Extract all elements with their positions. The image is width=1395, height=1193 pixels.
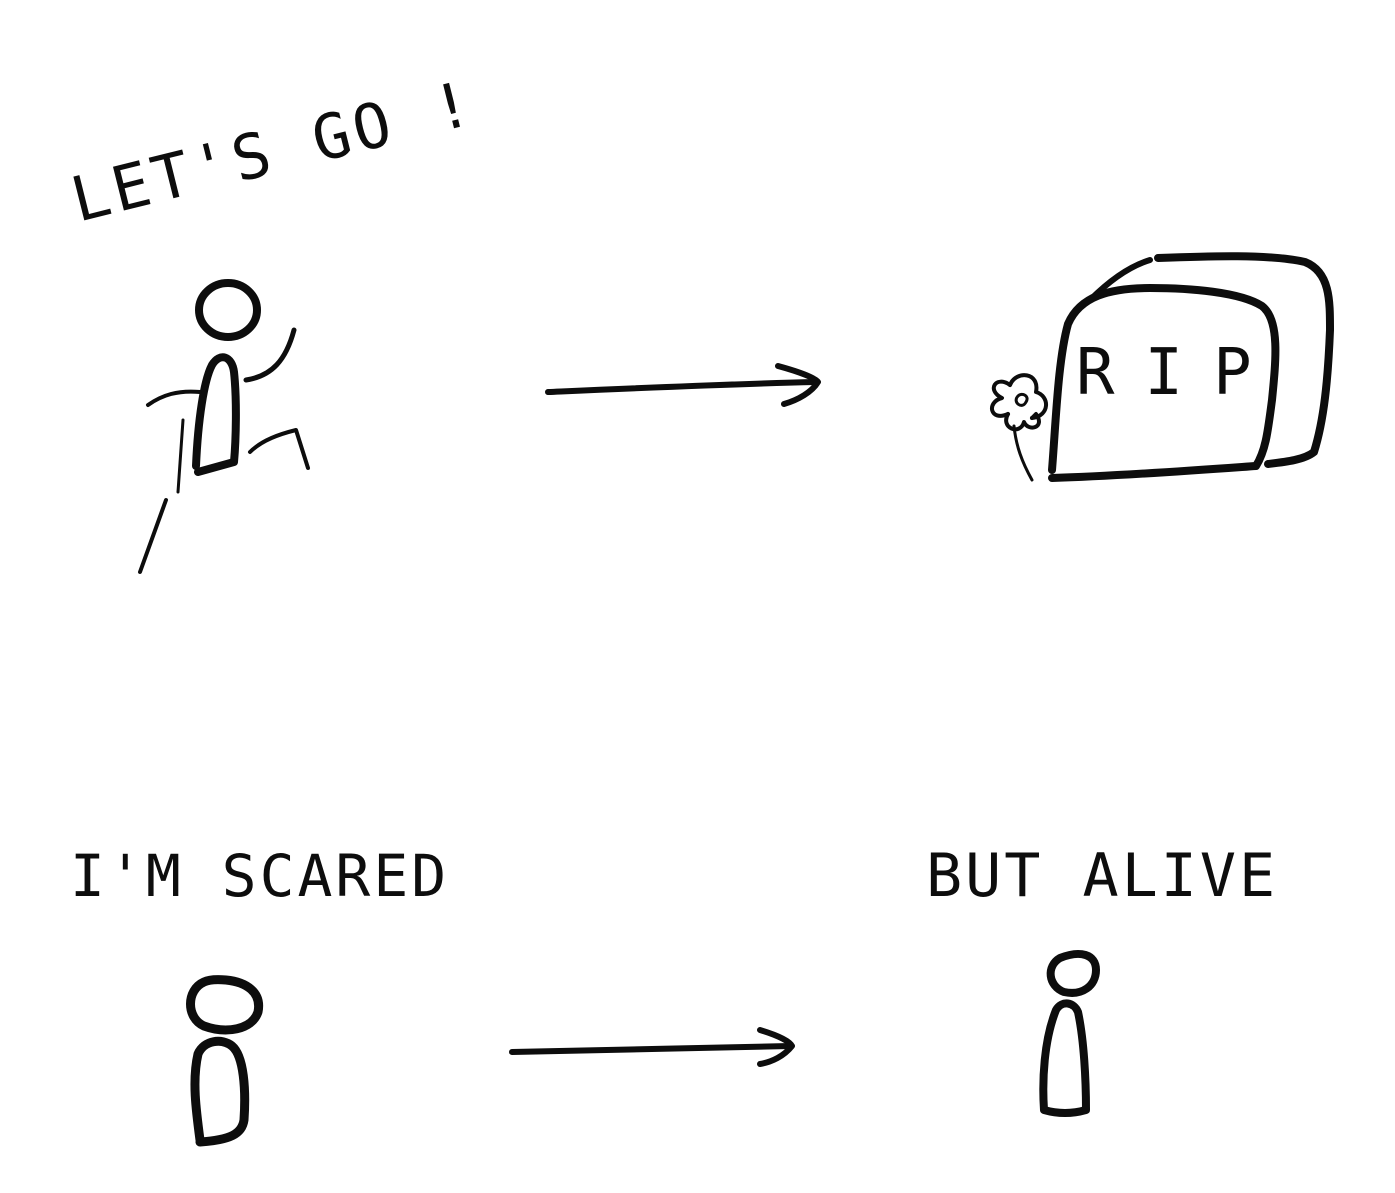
top-right-panel: RIP [990,252,1334,482]
im-scared-caption: I'M SCARED [70,842,449,910]
tombstone-rip-text: RIP [1076,336,1282,410]
scared-figure-icon [186,975,264,1147]
right-arrow-icon [509,1027,795,1067]
top-left-panel: LET'S GO ! [64,66,483,574]
alive-figure-icon [1039,950,1100,1117]
running-figure-icon [138,279,310,574]
but-alive-caption: BUT ALIVE [926,841,1278,911]
flower-icon [990,373,1048,482]
right-arrow-icon [545,363,821,407]
bottom-right-panel: BUT ALIVE [926,841,1278,1117]
lets-go-caption: LET'S GO ! [64,66,483,237]
bottom-left-panel: I'M SCARED [70,842,449,1147]
tombstone-icon: RIP [1048,252,1334,482]
